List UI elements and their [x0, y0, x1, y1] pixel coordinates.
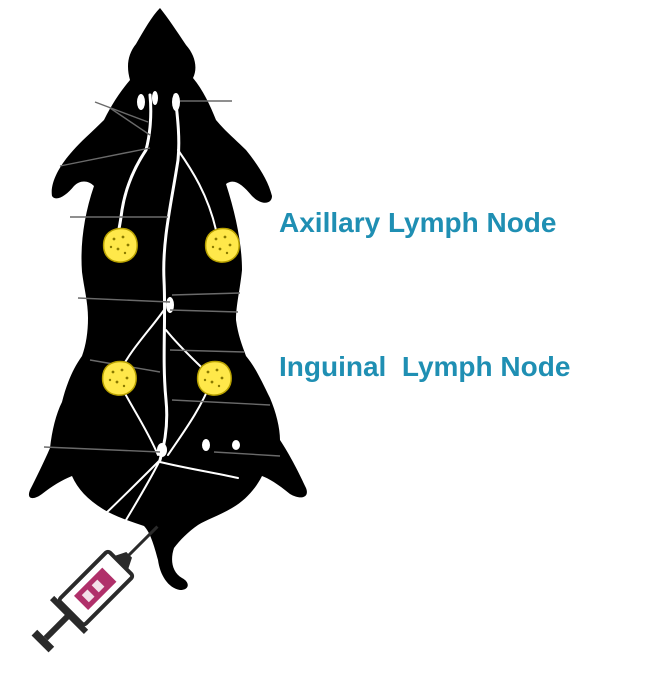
lymph-node-icon: [104, 229, 138, 263]
lymph-node-icon: [206, 229, 240, 263]
lymph-node-icon: [198, 362, 232, 396]
lymph-node-icon: [103, 362, 137, 396]
axillary-lymph-node-label: Axillary Lymph Node: [279, 209, 556, 237]
inguinal-lymph-node-label: Inguinal Lymph Node: [279, 353, 570, 381]
syringe-icon: [23, 510, 174, 661]
